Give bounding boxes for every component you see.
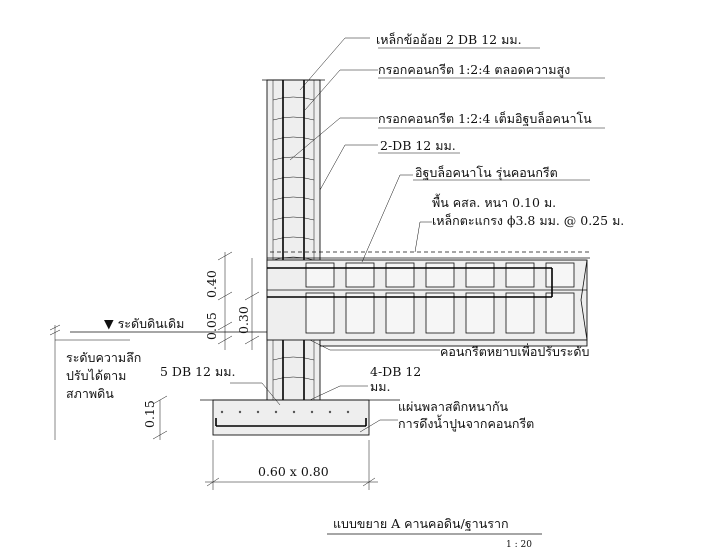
lean-concrete-layer	[319, 339, 588, 347]
beam-block-cell	[345, 292, 375, 334]
dim-tick	[244, 335, 260, 345]
drawing-scale: 1 : 20	[506, 540, 532, 550]
beam-block-cell	[305, 262, 335, 288]
wall-block-joint	[272, 196, 315, 201]
leader-plastic	[359, 419, 398, 433]
beam-block-cell	[505, 292, 535, 334]
label-grout-full: กรอกคอนกรีต 1:2:4 ตลอดความสูง	[378, 62, 570, 78]
wall-block-joint	[272, 96, 315, 101]
label-2db12: 2-DB 12 มม.	[380, 138, 456, 153]
dim-label-015: 0.15	[142, 400, 157, 428]
wall-block-joint	[272, 376, 315, 381]
leader-2db12	[319, 144, 378, 191]
beam-block-cell	[545, 292, 575, 334]
wall-block-joint	[272, 216, 315, 221]
wall-block-joint	[272, 356, 315, 361]
label-slab-2: เหล็กตะแกรง ϕ3.8 มม. @ 0.25 ม.	[432, 213, 624, 228]
label-5db12: 5 DB 12 มม.	[160, 364, 235, 379]
dim-tick	[217, 251, 233, 261]
leader-block-type	[361, 174, 413, 263]
footing-aggregate	[328, 410, 332, 414]
wall-block-joint	[272, 116, 315, 121]
depth-tick-top	[49, 324, 61, 336]
footing-aggregate	[238, 410, 242, 414]
leader-lean-concrete	[309, 339, 440, 351]
ground	[49, 324, 267, 440]
label-stirrup: เหล็กข้ออ้อย 2 DB 12 มม.	[376, 32, 522, 47]
leader-grout-full	[304, 69, 378, 111]
beam-break-line	[580, 259, 588, 341]
label-grout-core: กรอกคอนกรีต 1:2:4 เต็มอิฐบล็อคนาโน	[378, 111, 592, 126]
beam-block-cell	[345, 262, 375, 288]
beam-block-cell	[545, 262, 575, 288]
footing-aggregate	[274, 410, 278, 414]
dim-tick	[152, 395, 168, 405]
wall-outline	[266, 79, 321, 401]
dim-tick	[217, 335, 233, 345]
label-slab-1: พื้น คสล. หนา 0.10 ม.	[432, 193, 556, 210]
footing-aggregate	[292, 410, 296, 414]
beam-block-cell	[465, 262, 495, 288]
annotations: เหล็กข้ออ้อย 2 DB 12 มม. กรอกคอนกรีต 1:2…	[66, 32, 624, 479]
footing-aggregate	[346, 410, 350, 414]
label-plastic-2: การดึงน้ำปูนจากคอนกรีต	[398, 414, 534, 432]
dim-tick	[362, 477, 376, 487]
dim-label-030: 0.30	[236, 306, 251, 334]
grade-beam	[266, 251, 590, 347]
beam-block-cell	[305, 292, 335, 334]
label-depth-1: ระดับความลึก	[66, 350, 141, 365]
label-plastic-1: แผ่นพลาสติกหนากัน	[398, 399, 509, 414]
title-block: แบบขยาย A คานคอดิน/ฐานราก 1 : 20	[327, 516, 542, 550]
footing-aggregate	[310, 410, 314, 414]
footing	[200, 399, 400, 436]
dim-label-040: 0.40	[204, 270, 219, 298]
dim-tick	[217, 321, 233, 331]
dimension-lines	[152, 251, 378, 490]
footing-aggregate	[220, 410, 224, 414]
label-block-type: อิฐบล็อคนาโน รุ่นคอนกรีต	[415, 165, 558, 181]
leader-grout-core	[289, 117, 378, 161]
wall-block-joint	[272, 256, 315, 261]
beam-block-cell	[425, 262, 455, 288]
label-4db12-1: 4-DB 12	[370, 364, 421, 379]
beam-block-cell	[385, 262, 415, 288]
beam-block-cell	[465, 292, 495, 334]
dim-label-005: 0.05	[204, 312, 219, 340]
dim-tick	[217, 291, 233, 301]
leader-5db12	[230, 382, 281, 406]
leader-lines	[230, 37, 605, 433]
label-depth-2: ปรับได้ตาม	[66, 368, 126, 383]
wall-block-joint	[272, 236, 315, 241]
block-wall	[262, 79, 325, 428]
dim-tick	[152, 430, 168, 440]
dim-tick	[244, 291, 260, 301]
dim-tick	[206, 477, 220, 487]
beam-block-cell	[385, 292, 415, 334]
beam-block-cell	[505, 262, 535, 288]
leader-slab	[414, 221, 432, 253]
label-depth-3: สภาพดิน	[66, 386, 114, 401]
beam-block-cell	[425, 292, 455, 334]
wall-block-joint	[272, 136, 315, 141]
drawing-title: แบบขยาย A คานคอดิน/ฐานราก	[333, 516, 509, 531]
leader-4db12	[309, 385, 368, 401]
footing-outline	[212, 399, 370, 436]
label-lean-concrete: คอนกรีตหยาบเพื่อปรับระดับ	[440, 343, 589, 359]
label-ground-level: ▼ ระดับดินเดิม	[104, 316, 184, 331]
leader-stirrup	[299, 37, 370, 91]
wall-block-joint	[272, 176, 315, 181]
label-4db12-2: มม.	[370, 379, 390, 394]
label-footing-size: 0.60 x 0.80	[258, 464, 329, 479]
footing-aggregate	[256, 410, 260, 414]
